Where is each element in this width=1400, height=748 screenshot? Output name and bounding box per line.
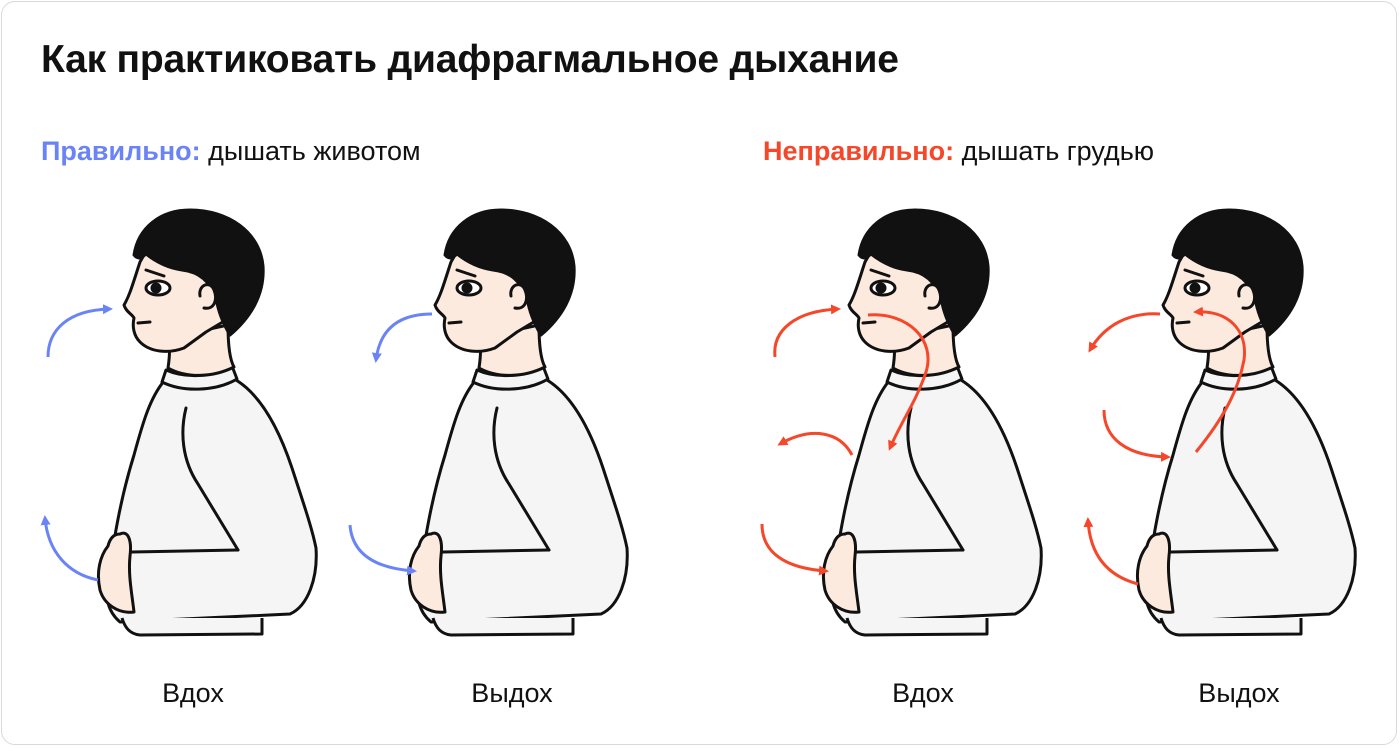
caption-inhale-correct: Вдох [162, 678, 224, 708]
arrow-chest-in-red [1102, 409, 1171, 462]
arrow-chest-out-red [777, 431, 854, 456]
correct-label: Правильно: [41, 136, 201, 166]
correct-text: дышать животом [208, 136, 421, 166]
incorrect-text: дышать грудью [961, 136, 1155, 166]
arrow-belly-out [40, 515, 99, 582]
figure-incorrect-exhale [1083, 208, 1357, 637]
figure-correct-exhale [348, 208, 629, 637]
figure-correct-inhale [40, 208, 318, 637]
arrow-through-chest-red [867, 313, 930, 451]
correct-subtitle: Правильно: дышать животом [41, 136, 421, 167]
arrow-belly-in [348, 524, 417, 576]
person-4 [1135, 208, 1357, 637]
person-1 [96, 208, 318, 637]
arrow-nose-in-red [773, 304, 841, 358]
caption-inhale-incorrect: Вдох [892, 678, 954, 708]
figure-incorrect-inhale [760, 208, 1043, 637]
arrow-nose-in [46, 304, 113, 358]
arrow-nose-out-red [1088, 312, 1161, 353]
incorrect-label: Неправильно: [763, 136, 955, 166]
arrow-chest-up-red [1193, 306, 1246, 453]
person-3 [821, 208, 1043, 637]
arrow-belly-out-red [1083, 517, 1139, 586]
page-title: Как практиковать диафрагмальное дыхание [41, 38, 899, 81]
incorrect-subtitle: Неправильно: дышать грудью [763, 136, 1154, 167]
arrow-belly-in-red [760, 523, 829, 576]
person-2 [407, 208, 629, 637]
arrow-nose-out [371, 312, 433, 363]
caption-exhale-incorrect: Выдох [1198, 678, 1280, 708]
caption-exhale-correct: Выдох [471, 678, 553, 708]
